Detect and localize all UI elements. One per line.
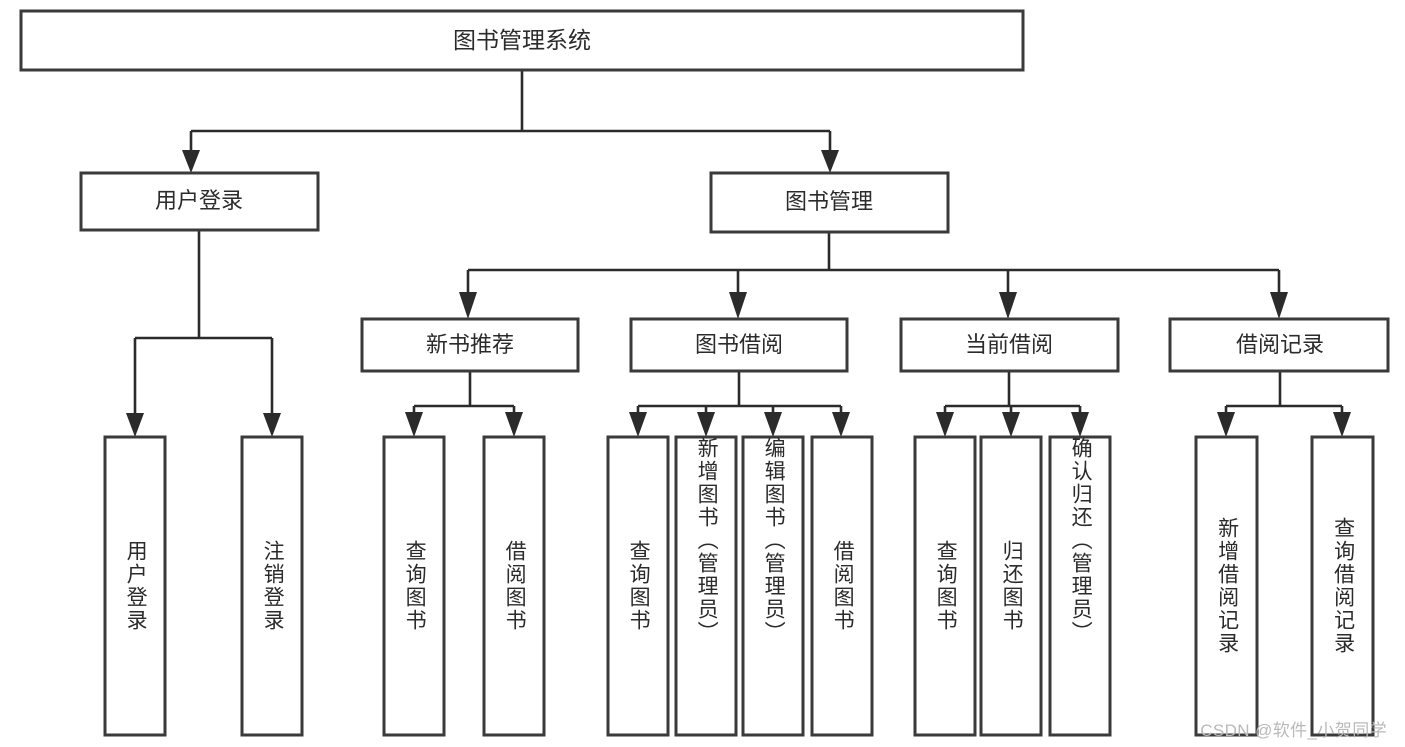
leaf-box-book-borrow-2[interactable] xyxy=(741,435,805,737)
leaf-box-new-book-1[interactable] xyxy=(482,435,546,737)
arrowhead-bb-leaf1 xyxy=(629,412,647,437)
node-user-login-box[interactable] xyxy=(79,171,320,232)
arrowhead-nb-leaf1 xyxy=(405,412,423,437)
leaf-box-current-borrow-0[interactable] xyxy=(913,435,977,737)
node-borrow-record-box[interactable] xyxy=(1168,317,1390,373)
leaf-box-current-borrow-2[interactable] xyxy=(1048,435,1112,737)
node-book-borrow-label: 图书借阅 xyxy=(695,332,783,357)
node-root-label: 图书管理系统 xyxy=(453,27,591,53)
arrowhead-cb-leaf1 xyxy=(936,412,954,437)
arrowhead-current-borrow xyxy=(999,292,1017,319)
node-book-manage-box[interactable] xyxy=(709,171,950,234)
leaf-box-new-book-0[interactable] xyxy=(382,435,446,737)
arrowhead-book-manage xyxy=(821,150,839,173)
arrowhead-br-leaf1 xyxy=(1217,412,1235,437)
leaf-box-borrow-record-0[interactable] xyxy=(1194,435,1259,737)
node-current-borrow-box[interactable] xyxy=(899,317,1120,373)
node-new-book-label: 新书推荐 xyxy=(426,332,514,357)
arrowhead-borrow-record xyxy=(1270,292,1288,319)
node-layer: 图书管理系统 用户登录 图书管理 新书推荐 图书借阅 当前借阅 借阅记录 xyxy=(19,9,1390,737)
node-borrow-record-label: 借阅记录 xyxy=(1236,332,1324,357)
node-current-borrow-label: 当前借阅 xyxy=(965,332,1053,357)
node-book-manage-label: 图书管理 xyxy=(785,189,873,214)
arrowhead-cb-leaf3 xyxy=(1071,412,1089,437)
node-book-borrow-box[interactable] xyxy=(629,317,849,373)
arrowhead-new-book xyxy=(459,292,477,319)
leaf-box-book-borrow-0[interactable] xyxy=(606,435,670,737)
leaf-box-book-borrow-3[interactable] xyxy=(810,435,874,737)
node-root-box[interactable] xyxy=(19,9,1025,72)
leaf-box-user-login-0[interactable] xyxy=(103,435,167,737)
arrowhead-user-login xyxy=(182,150,200,173)
arrowhead-bb-leaf2 xyxy=(697,412,715,437)
arrowhead-br-leaf2 xyxy=(1333,412,1351,437)
arrowhead-book-borrow xyxy=(729,292,747,319)
leaf-box-current-borrow-1[interactable] xyxy=(979,435,1043,737)
watermark-text: CSDN @软件_小贺同学 xyxy=(1200,721,1387,740)
node-user-login-label: 用户登录 xyxy=(155,188,243,213)
leaf-box-user-login-1[interactable] xyxy=(240,435,304,737)
arrowhead-bb-leaf4 xyxy=(832,412,850,437)
node-new-book-box[interactable] xyxy=(360,317,580,373)
connector-layer xyxy=(126,70,1351,437)
arrowhead-leaf-logout xyxy=(263,413,281,437)
arrowhead-leaf-user-login xyxy=(126,413,144,437)
arrowhead-cb-leaf2 xyxy=(1002,412,1020,437)
arrowhead-bb-leaf3 xyxy=(764,412,782,437)
leaf-box-book-borrow-1[interactable] xyxy=(674,435,738,737)
leaf-box-borrow-record-1[interactable] xyxy=(1310,435,1375,737)
arrowhead-nb-leaf2 xyxy=(505,412,523,437)
